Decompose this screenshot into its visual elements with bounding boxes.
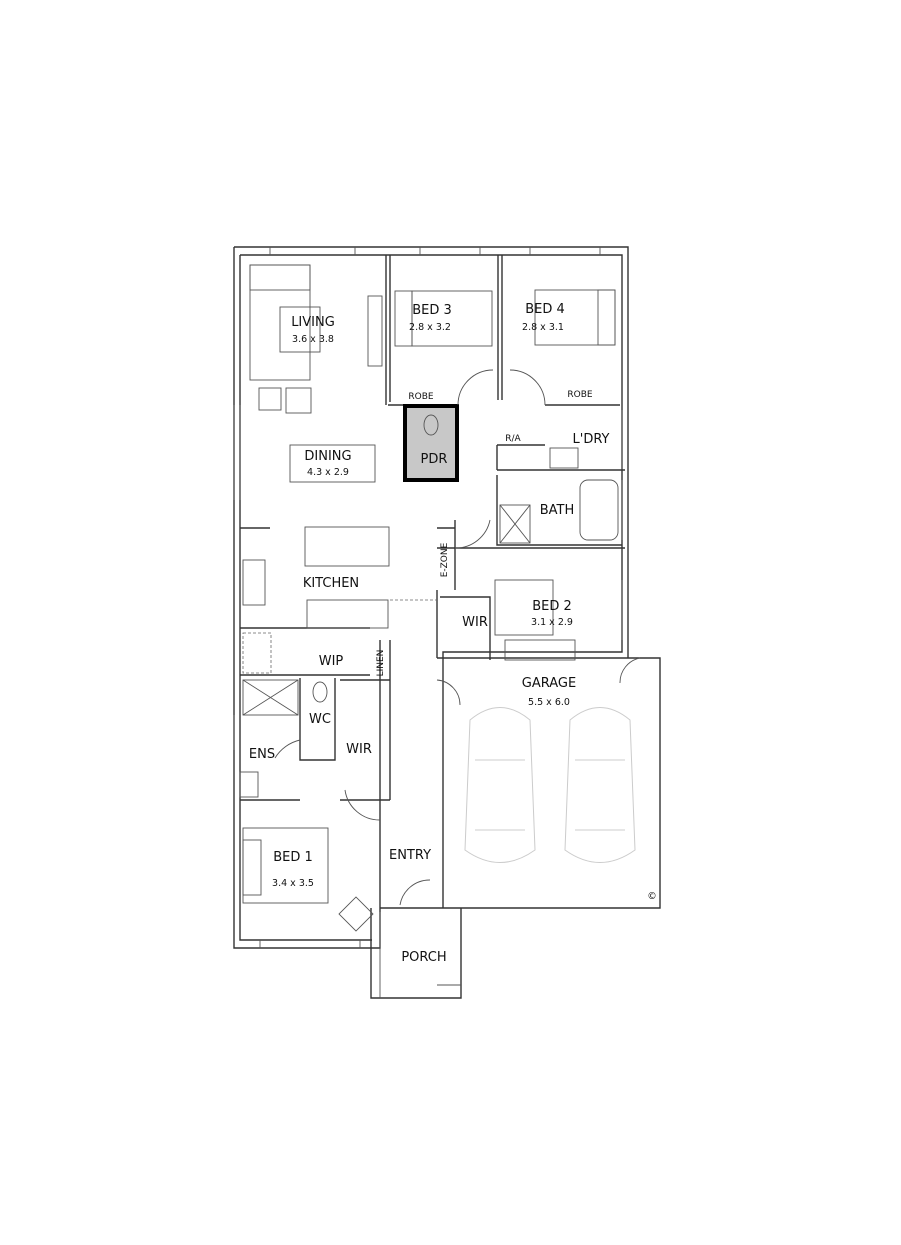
kitchen-label: KITCHEN <box>303 576 359 591</box>
bed3-size: 2.8 x 3.2 <box>409 322 451 333</box>
bed1-label: BED 1 <box>273 850 313 865</box>
furniture <box>239 264 641 932</box>
bed3-label: BED 3 <box>412 303 452 318</box>
copyright-mark: © <box>647 891 657 902</box>
walls <box>233 246 661 999</box>
garage-label: GARAGE <box>522 676 576 691</box>
robe4-label: ROBE <box>567 390 593 400</box>
laundry-label: L'DRY <box>573 432 610 447</box>
living-label: LIVING <box>291 315 335 330</box>
dining-label: DINING <box>304 449 351 464</box>
robe3-label: ROBE <box>408 392 434 402</box>
bed1-size: 3.4 x 3.5 <box>272 878 314 889</box>
ens-label: ENS <box>249 747 275 762</box>
ezone-label: E-ZONE <box>440 542 450 577</box>
toilet-icon <box>423 414 439 436</box>
garage-size: 5.5 x 6.0 <box>528 697 570 708</box>
car-icons <box>464 707 636 863</box>
living-size: 3.6 x 3.8 <box>292 334 334 345</box>
room-labels: LIVING 3.6 x 3.8 BED 3 2.8 x 3.2 BED 4 2… <box>249 302 657 965</box>
bed4-size: 2.8 x 3.1 <box>522 322 564 333</box>
linen-label: LINEN <box>376 650 386 677</box>
wir1-label: WIR <box>346 742 372 757</box>
bed4-label: BED 4 <box>525 302 565 317</box>
pdr-label: PDR <box>421 452 448 467</box>
bed2-label: BED 2 <box>532 599 572 614</box>
bed2-size: 3.1 x 2.9 <box>531 617 573 628</box>
bath-label: BATH <box>540 503 575 518</box>
wip-label: WIP <box>319 654 344 669</box>
porch-label: PORCH <box>401 950 446 965</box>
wir2-label: WIR <box>462 615 488 630</box>
pdr-room <box>403 404 459 482</box>
ra-label: R/A <box>505 434 521 444</box>
wc-label: WC <box>309 712 331 727</box>
entry-label: ENTRY <box>389 848 431 863</box>
dining-size: 4.3 x 2.9 <box>307 467 349 478</box>
